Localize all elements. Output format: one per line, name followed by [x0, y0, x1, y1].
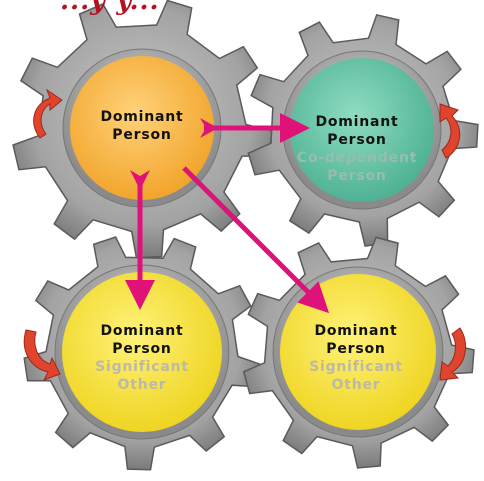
rotation-arrow-icon-bottom-right	[439, 327, 467, 381]
label-significant: Significant	[309, 359, 403, 375]
label-person: Person	[327, 132, 387, 148]
rotation-arrow-icon-top-right	[439, 103, 461, 159]
label-person-sub: Person	[327, 168, 387, 184]
rotation-arrow-icon-top-left	[33, 88, 63, 139]
label-significant: Significant	[95, 359, 189, 375]
gear-face	[290, 58, 434, 202]
gear-label-bottom-left: Dominant Person Significant Other	[95, 322, 189, 394]
label-co-dependent: Co-dependent	[296, 150, 418, 166]
arrow-to-significant-other-right	[182, 166, 330, 314]
label-other: Other	[117, 377, 167, 393]
gear-face	[62, 272, 222, 432]
label-person: Person	[112, 127, 172, 143]
label-dominant: Dominant	[315, 114, 399, 130]
gear-face	[70, 56, 214, 200]
gear-label-top-left: Dominant Person	[100, 108, 183, 144]
label-other: Other	[331, 377, 381, 393]
gear-top-left	[12, 0, 273, 259]
gear-label-top-right: Dominant Person Co-dependent Person	[297, 113, 417, 185]
label-dominant: Dominant	[100, 109, 184, 125]
label-person: Person	[112, 341, 172, 357]
gear-bottom-left	[23, 236, 261, 471]
arrow-to-codependent	[200, 113, 310, 143]
gear-label-bottom-right: Dominant Person Significant Other	[309, 322, 403, 394]
label-dominant: Dominant	[100, 323, 184, 339]
title-fragment: ...y y...	[60, 0, 160, 16]
label-dominant: Dominant	[314, 323, 398, 339]
rotation-arrow-icon-bottom-left	[23, 329, 61, 381]
gear-top-right	[247, 14, 479, 247]
arrow-to-significant-other-left	[125, 170, 155, 310]
label-person: Person	[326, 341, 386, 357]
